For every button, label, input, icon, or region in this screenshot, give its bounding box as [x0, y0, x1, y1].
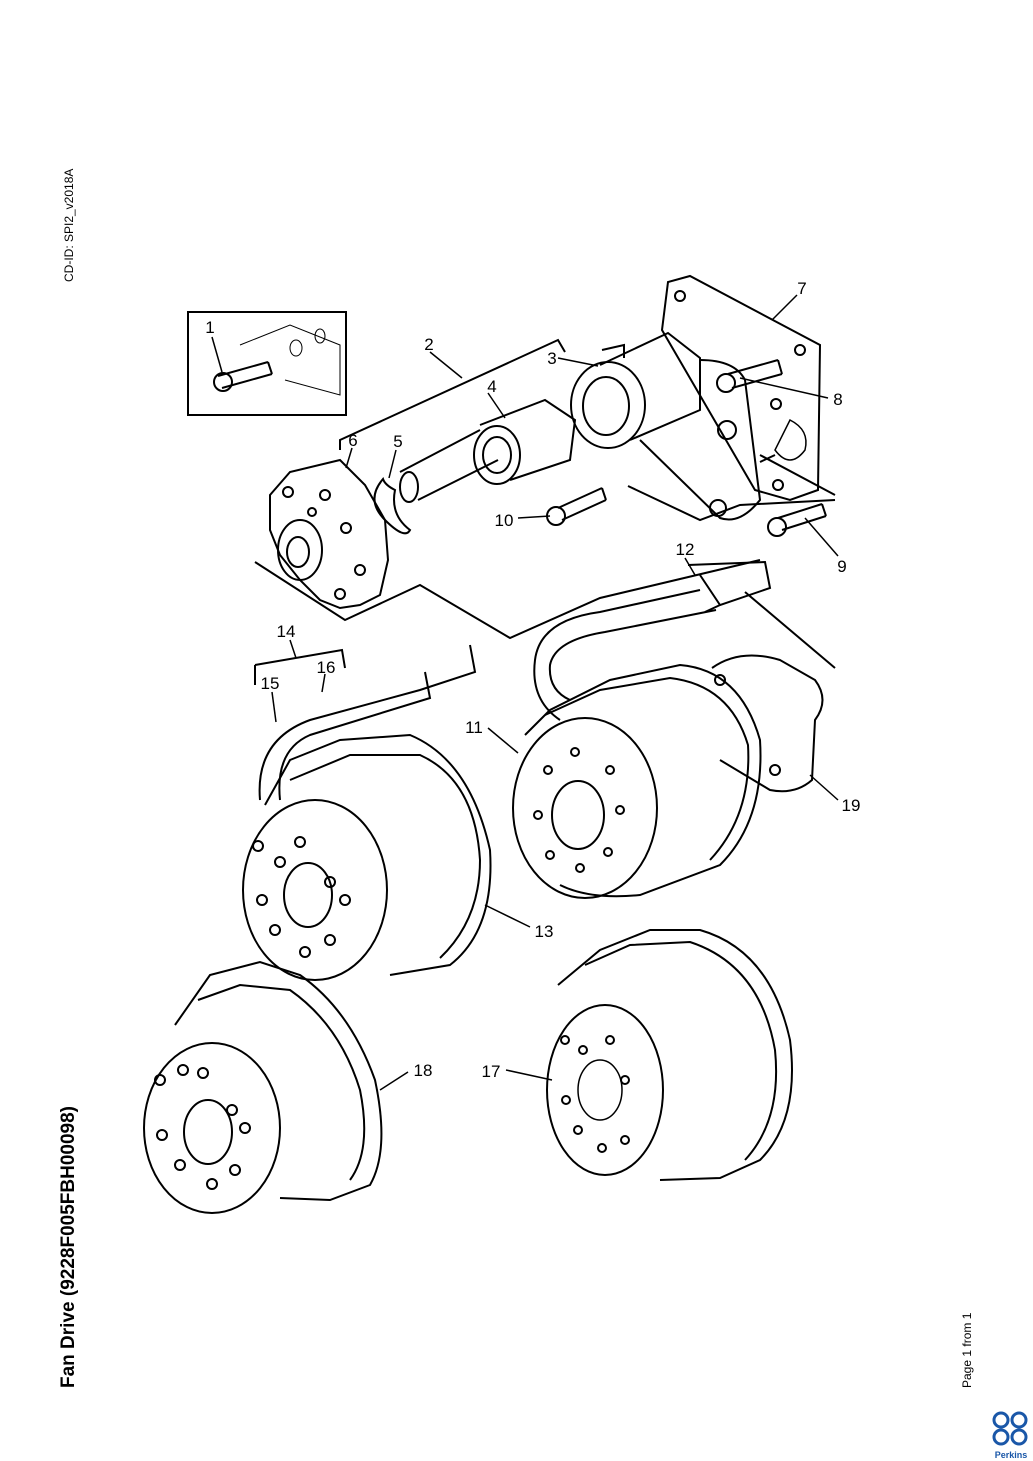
inset-box	[187, 311, 347, 416]
callout-12: 12	[676, 540, 695, 559]
brand-name: Perkins	[994, 1450, 1028, 1460]
callout-18: 18	[414, 1061, 433, 1080]
callout-8: 8	[833, 390, 842, 409]
callout-3: 3	[547, 349, 556, 368]
bolt-1-head	[213, 372, 233, 392]
callout-15: 15	[261, 674, 280, 693]
callout-6: 6	[348, 431, 357, 450]
perkins-logo-icon	[992, 1411, 1028, 1446]
callout-7: 7	[797, 279, 806, 298]
callout-17: 17	[482, 1062, 501, 1081]
callout-4: 4	[487, 377, 496, 396]
hub-flange	[269, 458, 390, 610]
bracket-plate	[660, 274, 822, 502]
callout-10: 10	[495, 511, 514, 530]
callout-13: 13	[535, 922, 554, 941]
callout-9: 9	[837, 557, 846, 576]
callout-1: 1	[205, 318, 214, 337]
callout-2: 2	[424, 335, 433, 354]
callout-14: 14	[277, 622, 296, 641]
callout-5: 5	[393, 432, 402, 451]
housing-body	[599, 331, 701, 441]
callout-11: 11	[465, 718, 483, 737]
callout-16: 16	[317, 658, 336, 677]
bolt-1-shank	[217, 361, 273, 389]
callout-19: 19	[842, 796, 861, 815]
